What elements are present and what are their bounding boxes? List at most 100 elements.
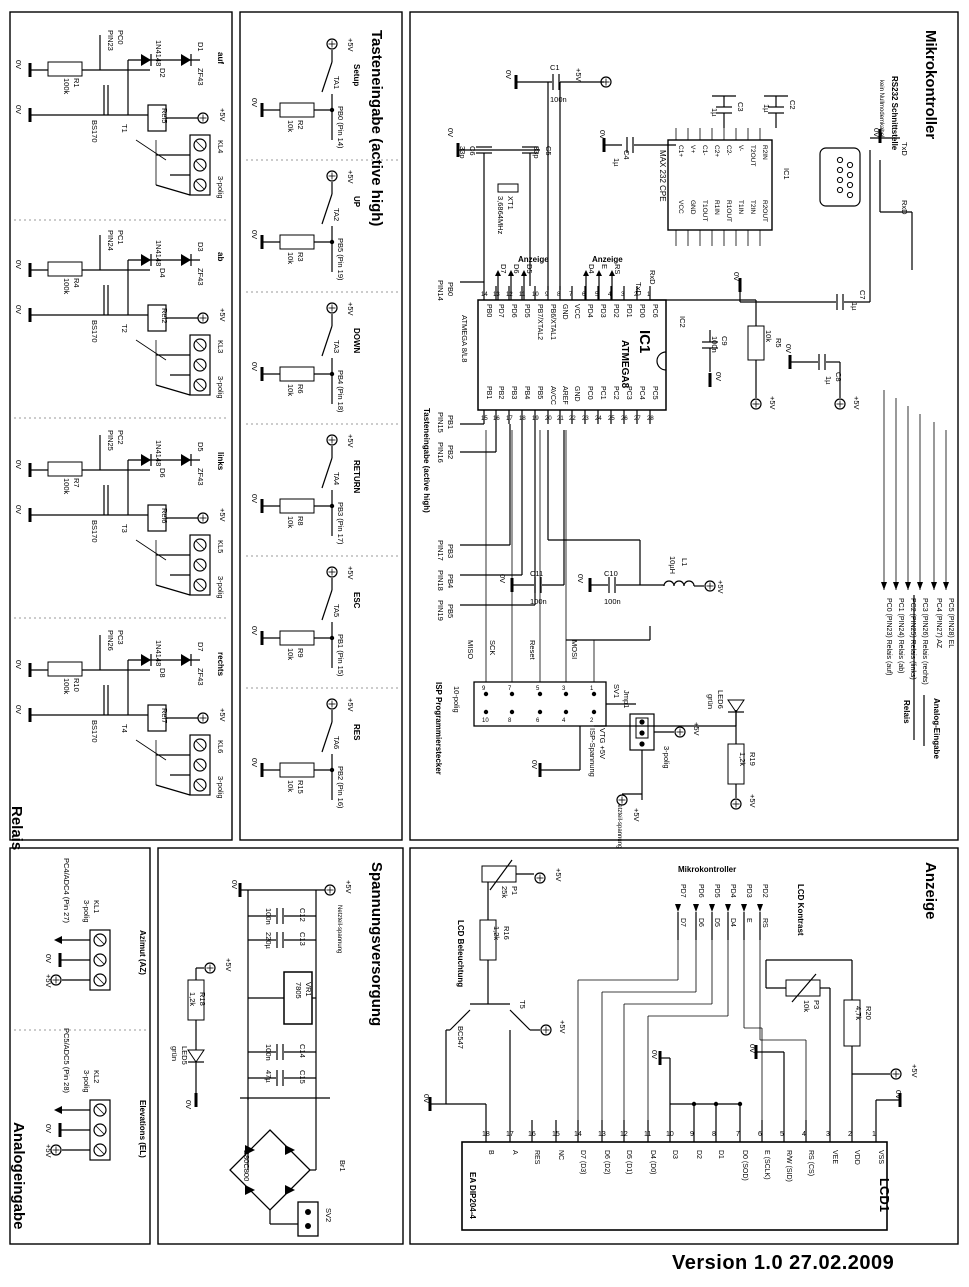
junction <box>329 239 335 245</box>
zero-volt-label: 0V <box>250 626 259 635</box>
diode-type: 1N4148 <box>154 640 163 666</box>
xtal-val: 3,6864MHz <box>496 196 505 235</box>
ic1-pin-num: 4 <box>608 292 612 298</box>
cap-label: C6 <box>468 146 477 156</box>
cap-value: 220µ <box>264 932 273 950</box>
cap-value: 1µ <box>612 158 621 167</box>
cap-label: C15 <box>298 1070 307 1084</box>
ic1-pin-name: PD4 <box>586 304 593 318</box>
junction <box>563 709 569 715</box>
vcc-label: +5V <box>910 1064 919 1078</box>
port-label: PB5 (Pin 19) <box>336 238 345 281</box>
max232-pin: T1IN <box>737 200 744 214</box>
mk-pin: PD7 <box>679 884 686 898</box>
resistor-label: R8 <box>296 516 305 526</box>
r5-label: R5 <box>774 338 783 348</box>
relais-bracket-label: Relais <box>902 700 911 724</box>
max232-pin: T2IN <box>749 200 756 214</box>
screw-slot <box>95 1125 105 1135</box>
lcd-pin-num: 18 <box>482 1131 490 1138</box>
pb4-label: PB4 <box>446 574 455 588</box>
zero-volt-label: 0V <box>184 1100 193 1109</box>
screw-slot <box>195 760 205 770</box>
pc-port-label: PC2 (PIN25) Relais (links) <box>909 598 916 680</box>
ic2-name: MAX 232 CPE <box>658 150 667 202</box>
terminal-label: KL1 <box>92 900 101 913</box>
zener-name: D7 <box>196 642 205 652</box>
screw-slot <box>95 975 105 985</box>
junction <box>483 709 489 715</box>
arrow-head <box>741 904 747 912</box>
ic1-pin-num: 23 <box>582 416 589 422</box>
frame-relais <box>9 11 233 841</box>
ic1-pin-num: 25 <box>608 416 615 422</box>
max232-pin: C1+ <box>677 145 684 157</box>
zener-type: ZF43 <box>196 68 205 86</box>
arrow-head <box>725 904 731 912</box>
anzeige-label-2: Anzeige <box>592 255 623 264</box>
zero-volt-label: 0V <box>250 494 259 503</box>
lcd-pin-num: 11 <box>644 1131 651 1138</box>
vcc-label: +5V <box>768 396 777 410</box>
arrow-head <box>905 582 911 590</box>
p3-label: P3 <box>812 1000 821 1009</box>
resistor-r4 <box>47 261 83 277</box>
ic1-pin-name: VCC <box>573 304 580 319</box>
lcd-pin-name: A <box>511 1150 518 1155</box>
vtg-label: VTG +5V <box>598 728 607 759</box>
switch-contact <box>321 193 333 225</box>
screw-slot <box>195 780 205 790</box>
r19-label: R19 <box>748 752 757 766</box>
br1-label: Br1 <box>338 1160 347 1172</box>
junction <box>329 503 335 509</box>
button-name: UP <box>352 196 361 208</box>
zero-volt-label: 0V <box>250 758 259 767</box>
resistor-r2 <box>279 102 315 118</box>
cap-value: 47µ <box>264 1070 273 1083</box>
lcd-pin-num: 16 <box>528 1131 536 1138</box>
screw-slot <box>95 935 105 945</box>
ic1-pin-name: GND <box>561 304 568 320</box>
br-type: B80C800 <box>242 1150 251 1181</box>
relay-label: Rel6 <box>160 508 169 523</box>
ic1-pin-num: 20 <box>545 416 552 422</box>
arrow-head <box>893 582 899 590</box>
zero-volt-label: 0V <box>422 1094 431 1103</box>
junction <box>537 691 543 697</box>
zener-type: ZF43 <box>196 268 205 286</box>
fet-label: BS170 <box>90 520 99 543</box>
resistor-r7 <box>47 461 83 477</box>
arrow-head <box>596 270 602 276</box>
inductor-l1 <box>663 580 695 587</box>
zero-volt-label: 0V <box>894 1090 903 1099</box>
isp-label: ISP Programmierstecker <box>434 682 443 775</box>
ic1-pin-name: AVCC <box>549 386 556 405</box>
isp-sp-label: ISP-Spannung <box>588 728 597 777</box>
resistor-label: R6 <box>296 384 305 394</box>
cap-value: 1µ <box>762 104 771 113</box>
resistor-value: 100k <box>62 78 71 95</box>
max232-pin: R1OUT <box>725 200 732 222</box>
screw-slot <box>195 340 205 350</box>
vcc-label: +5V <box>558 1020 567 1034</box>
cap-value: 33p <box>532 146 541 159</box>
lcd-pin-name: NC <box>557 1150 564 1160</box>
lcd-pin-num: 9 <box>690 1131 694 1138</box>
kontrast-label: LCD Kontrast <box>796 884 805 936</box>
lcd-pin-num: 14 <box>574 1131 582 1138</box>
junction <box>483 691 489 697</box>
junction <box>591 691 597 697</box>
txd-label: TxD <box>634 282 643 296</box>
lcd-pin-name: D7 (D3) <box>579 1150 586 1175</box>
fet-label: BS170 <box>90 120 99 143</box>
cap-value: 100n <box>264 908 273 925</box>
r16-value: 1,2k <box>492 926 501 940</box>
isp-pin-num: 6 <box>536 718 540 724</box>
pin-label: PIN24 <box>106 230 115 251</box>
adc-signal: PC4/ADC4 (Pin 27) <box>62 858 71 924</box>
cap-label: C8 <box>834 372 843 382</box>
zener-name: D1 <box>196 42 205 52</box>
